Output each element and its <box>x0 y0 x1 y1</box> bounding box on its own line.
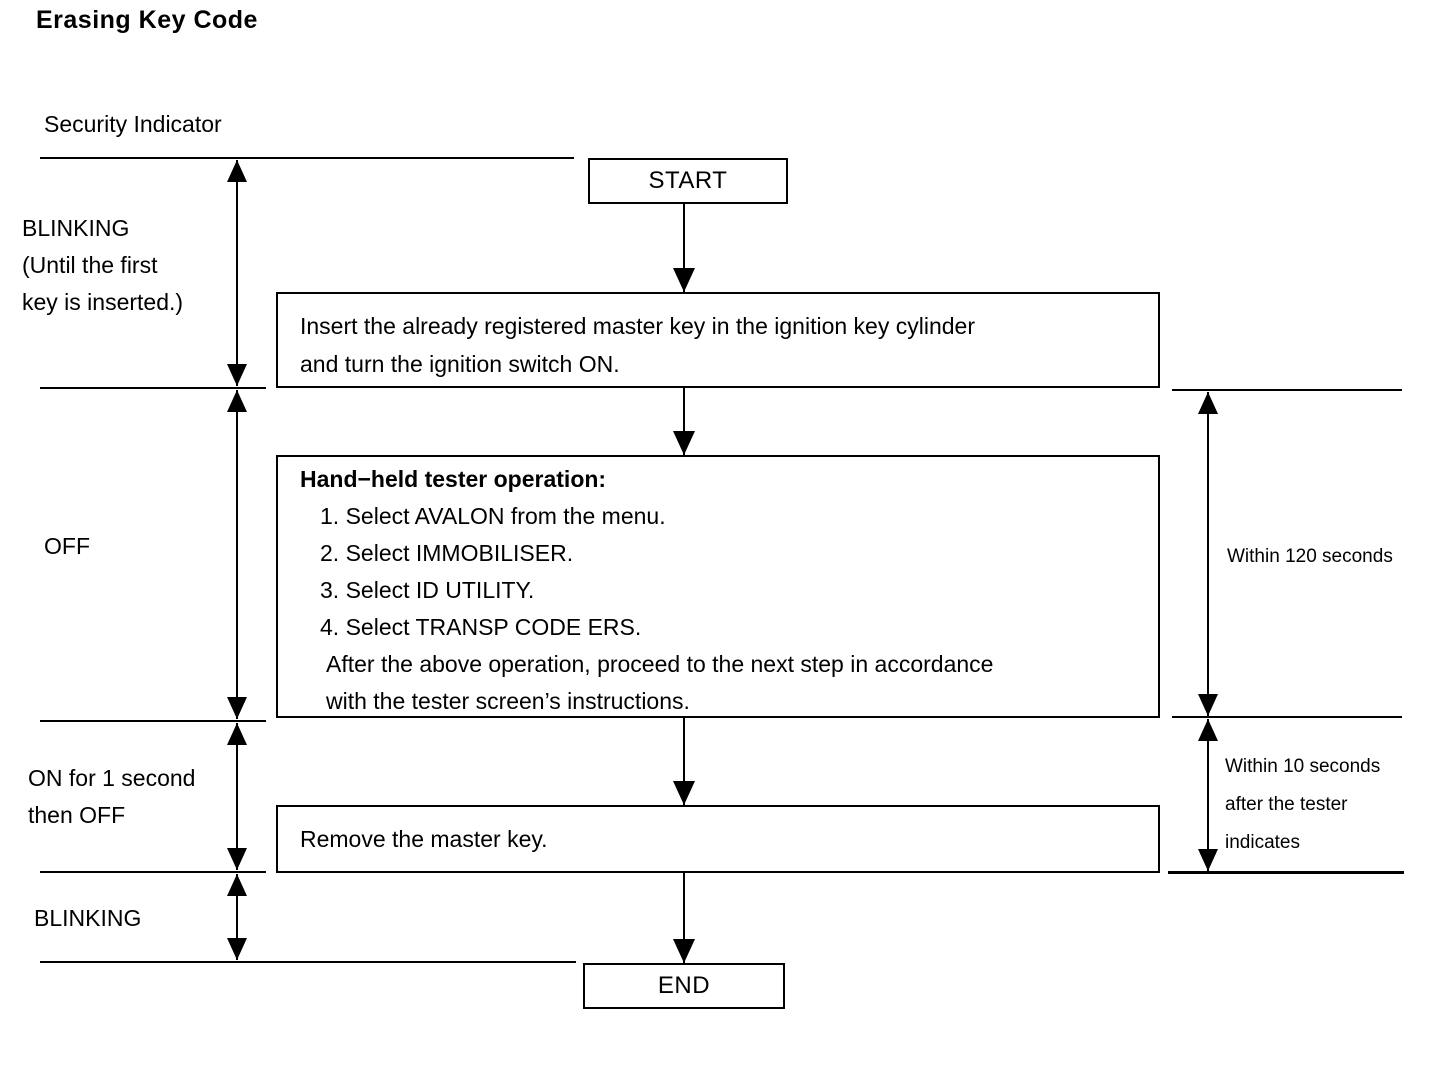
flow-arrow-2 <box>673 388 695 455</box>
arrowhead-down-icon <box>673 939 695 963</box>
arrowhead-up-icon <box>1198 719 1218 741</box>
arrowhead-down-icon <box>673 781 695 805</box>
process-box-remove-key: Remove the master key. <box>276 805 1160 873</box>
security-indicator-label: Security Indicator <box>44 111 222 137</box>
arrowhead-up-icon <box>1198 392 1218 414</box>
arrow-shaft <box>236 160 238 386</box>
arrowhead-down-icon <box>227 697 247 719</box>
duration-arrow-10-seconds <box>1198 719 1218 871</box>
arrow-shaft <box>683 388 685 455</box>
duration-marker-line-top <box>1172 389 1402 391</box>
process-box-remove-key-text: Remove the master key. <box>300 826 548 852</box>
arrow-shaft <box>236 723 238 870</box>
arrowhead-up-icon <box>227 723 247 745</box>
arrowhead-down-icon <box>1198 694 1218 716</box>
end-node: END <box>583 963 785 1009</box>
timeline-arrow-blinking-final <box>227 874 247 960</box>
duration-label-120-seconds: Within 120 seconds <box>1227 546 1393 567</box>
flow-arrow-3 <box>673 718 695 805</box>
timeline-label-blinking-initial: BLINKING (Until the first key is inserte… <box>22 215 184 315</box>
flow-arrow-1 <box>673 204 695 292</box>
tester-operation-note: After the above operation, proceed to th… <box>326 651 994 714</box>
arrow-shaft <box>236 390 238 719</box>
arrow-shaft <box>236 874 238 960</box>
timeline-label-blinking-final: BLINKING <box>34 905 142 931</box>
timeline-arrow-on-then-off <box>227 723 247 870</box>
duration-marker-line-bottom <box>1168 871 1404 874</box>
start-node: START <box>588 158 788 204</box>
tester-operation-item-2: 2. Select IMMOBILISER. <box>320 540 574 566</box>
arrowhead-up-icon <box>227 874 247 896</box>
duration-marker-line-middle <box>1172 716 1402 718</box>
timeline-separator-3 <box>40 871 266 873</box>
start-node-label: START <box>648 167 728 194</box>
process-box-insert-key-text: Insert the already registered master key… <box>300 313 975 377</box>
arrow-shaft <box>683 204 685 292</box>
arrowhead-down-icon <box>227 364 247 386</box>
arrowhead-down-icon <box>673 268 695 292</box>
tester-operation-heading: Hand−held tester operation: <box>300 466 607 492</box>
end-node-label: END <box>657 972 711 999</box>
arrow-shaft <box>1207 719 1209 871</box>
timeline-label-on-then-off: ON for 1 second then OFF <box>28 765 196 828</box>
arrow-shaft <box>683 718 685 805</box>
timeline-arrow-off <box>227 390 247 719</box>
page-title: Erasing Key Code <box>36 6 258 34</box>
timeline-line-bottom <box>40 961 576 963</box>
arrowhead-down-icon <box>1198 849 1218 871</box>
arrow-shaft <box>1207 392 1209 716</box>
process-box-insert-key: Insert the already registered master key… <box>276 292 1160 388</box>
process-box-tester-operation: Hand−held tester operation: 1. Select AV… <box>276 455 1160 718</box>
duration-arrow-120-seconds <box>1198 392 1218 716</box>
timeline-separator-2 <box>40 720 266 722</box>
arrowhead-up-icon <box>227 390 247 412</box>
arrowhead-up-icon <box>227 160 247 182</box>
timeline-line-top <box>40 157 574 159</box>
arrow-shaft <box>683 873 685 963</box>
timeline-label-off: OFF <box>44 533 90 559</box>
tester-operation-item-3: 3. Select ID UTILITY. <box>320 577 535 603</box>
tester-operation-item-1: 1. Select AVALON from the menu. <box>320 503 666 529</box>
arrowhead-down-icon <box>227 938 247 960</box>
timeline-arrow-blinking-initial <box>227 160 247 386</box>
timeline-separator-1 <box>40 387 266 389</box>
duration-label-10-seconds: Within 10 seconds after the tester indic… <box>1225 756 1381 853</box>
tester-operation-item-4: 4. Select TRANSP CODE ERS. <box>320 614 642 640</box>
flow-arrow-4 <box>673 873 695 963</box>
arrowhead-down-icon <box>227 848 247 870</box>
arrowhead-down-icon <box>673 431 695 455</box>
